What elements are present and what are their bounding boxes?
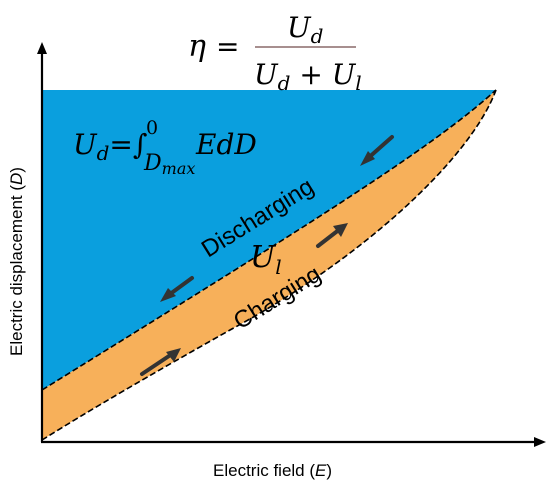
ud-sub: d <box>97 141 110 165</box>
numerator-sub: d <box>311 24 324 48</box>
charging-arrow-upper <box>316 223 348 248</box>
eta-symbol: η <box>188 29 206 64</box>
svg-text:=: = <box>216 30 239 63</box>
integral-sign: =∫ <box>109 128 147 161</box>
loss-label: Ul <box>250 240 282 279</box>
efficiency-equation: η = Ud Ud + Ul <box>188 11 362 95</box>
charging-curve <box>41 89 497 441</box>
stored-energy-region <box>42 90 496 390</box>
svg-text:Ud + Ul: Ud + Ul <box>254 58 362 95</box>
integral-lower-limit: D <box>143 151 162 176</box>
denominator-symbol: U <box>254 58 279 91</box>
stored-energy-equation: Ud=∫ 0 Dmax EdD <box>73 117 257 178</box>
denominator-sub: d <box>278 71 291 95</box>
svg-text:Dmax: Dmax <box>143 151 195 178</box>
denominator-sub-2: l <box>355 71 361 95</box>
svg-text:η: η <box>188 29 206 64</box>
integral-lower-limit-sub: max <box>162 159 196 178</box>
ud-symbol: U <box>73 128 98 161</box>
discharging-arrow-lower <box>160 276 194 302</box>
charging-arrow-lower <box>140 348 181 376</box>
integral-upper-limit: 0 <box>146 117 158 139</box>
svg-text:EdD: EdD <box>195 128 257 161</box>
discharging-arrow-upper <box>360 135 394 166</box>
numerator-symbol: U <box>287 11 312 44</box>
x-axis-label: Electric field (E) <box>213 461 332 480</box>
energy-loss-region <box>42 90 496 440</box>
equals-sign: = <box>216 30 239 63</box>
svg-text:Ud: Ud <box>287 11 323 48</box>
y-axis-label: Electric displacement (D) <box>7 167 26 356</box>
svg-text:0: 0 <box>146 117 158 139</box>
svg-text:Ud=∫: Ud=∫ <box>73 128 147 165</box>
discharging-curve <box>41 89 497 391</box>
integrand: EdD <box>195 128 257 161</box>
denominator-symbol-2: U <box>332 58 357 91</box>
plus-sign: + <box>290 58 331 91</box>
